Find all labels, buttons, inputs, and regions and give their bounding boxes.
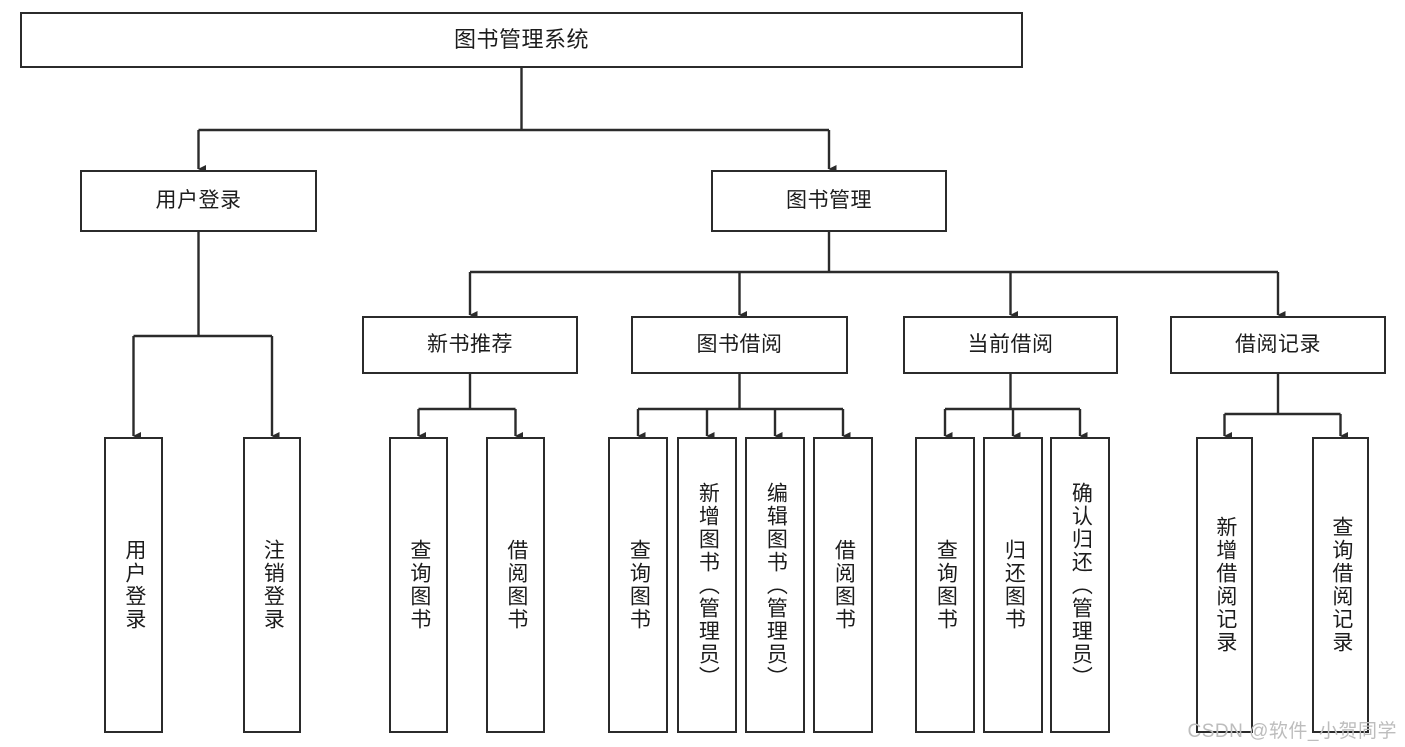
node-book-manage[interactable]: 图书管理 — [711, 170, 947, 232]
leaf-return-book-label: 归还图书 — [1002, 539, 1026, 631]
leaf-query-book-borrow-label: 查询图书 — [627, 539, 651, 631]
leaf-confirm-return[interactable]: 确认归还（管理员） — [1050, 437, 1110, 733]
leaf-edit-book[interactable]: 编辑图书（管理员） — [745, 437, 805, 733]
leaf-query-book-current[interactable]: 查询图书 — [915, 437, 975, 733]
leaf-add-borrow-record-label: 新增借阅记录 — [1213, 516, 1237, 654]
node-borrow-record-label: 借阅记录 — [1235, 332, 1321, 356]
leaf-borrow-book-recommend[interactable]: 借阅图书 — [486, 437, 545, 733]
leaf-query-book-current-label: 查询图书 — [934, 539, 958, 631]
node-current-borrow[interactable]: 当前借阅 — [903, 316, 1118, 374]
leaf-query-book-recommend[interactable]: 查询图书 — [389, 437, 448, 733]
node-user-login-label: 用户登录 — [155, 188, 242, 212]
leaf-query-borrow-record-label: 查询借阅记录 — [1329, 516, 1353, 654]
node-new-book-recommend[interactable]: 新书推荐 — [362, 316, 578, 374]
node-user-login[interactable]: 用户登录 — [80, 170, 317, 232]
leaf-borrow-book-label: 借阅图书 — [832, 539, 856, 631]
leaf-user-login[interactable]: 用户登录 — [104, 437, 163, 733]
node-root-label: 图书管理系统 — [453, 27, 589, 53]
node-book-manage-label: 图书管理 — [786, 188, 872, 212]
leaf-edit-book-label: 编辑图书（管理员） — [764, 481, 788, 689]
node-root[interactable]: 图书管理系统 — [20, 12, 1023, 68]
node-new-book-recommend-label: 新书推荐 — [427, 332, 513, 356]
node-current-borrow-label: 当前借阅 — [967, 332, 1054, 356]
leaf-query-book-recommend-label: 查询图书 — [407, 539, 431, 631]
watermark-text: CSDN @软件_小贺同学 — [1187, 721, 1397, 742]
leaf-user-login-label: 用户登录 — [122, 539, 146, 631]
leaf-return-book[interactable]: 归还图书 — [983, 437, 1043, 733]
leaf-borrow-book-recommend-label: 借阅图书 — [504, 539, 528, 631]
leaf-logout[interactable]: 注销登录 — [243, 437, 301, 733]
leaf-borrow-book[interactable]: 借阅图书 — [813, 437, 873, 733]
leaf-add-book[interactable]: 新增图书（管理员） — [677, 437, 737, 733]
leaf-query-book-borrow[interactable]: 查询图书 — [608, 437, 668, 733]
leaf-logout-label: 注销登录 — [261, 539, 285, 631]
node-book-borrow-label: 图书借阅 — [696, 332, 783, 356]
leaf-add-book-label: 新增图书（管理员） — [696, 481, 720, 689]
leaf-add-borrow-record[interactable]: 新增借阅记录 — [1196, 437, 1253, 733]
leaf-confirm-return-label: 确认归还（管理员） — [1069, 481, 1093, 689]
node-borrow-record[interactable]: 借阅记录 — [1170, 316, 1386, 374]
node-book-borrow[interactable]: 图书借阅 — [631, 316, 848, 374]
leaf-query-borrow-record[interactable]: 查询借阅记录 — [1312, 437, 1369, 733]
